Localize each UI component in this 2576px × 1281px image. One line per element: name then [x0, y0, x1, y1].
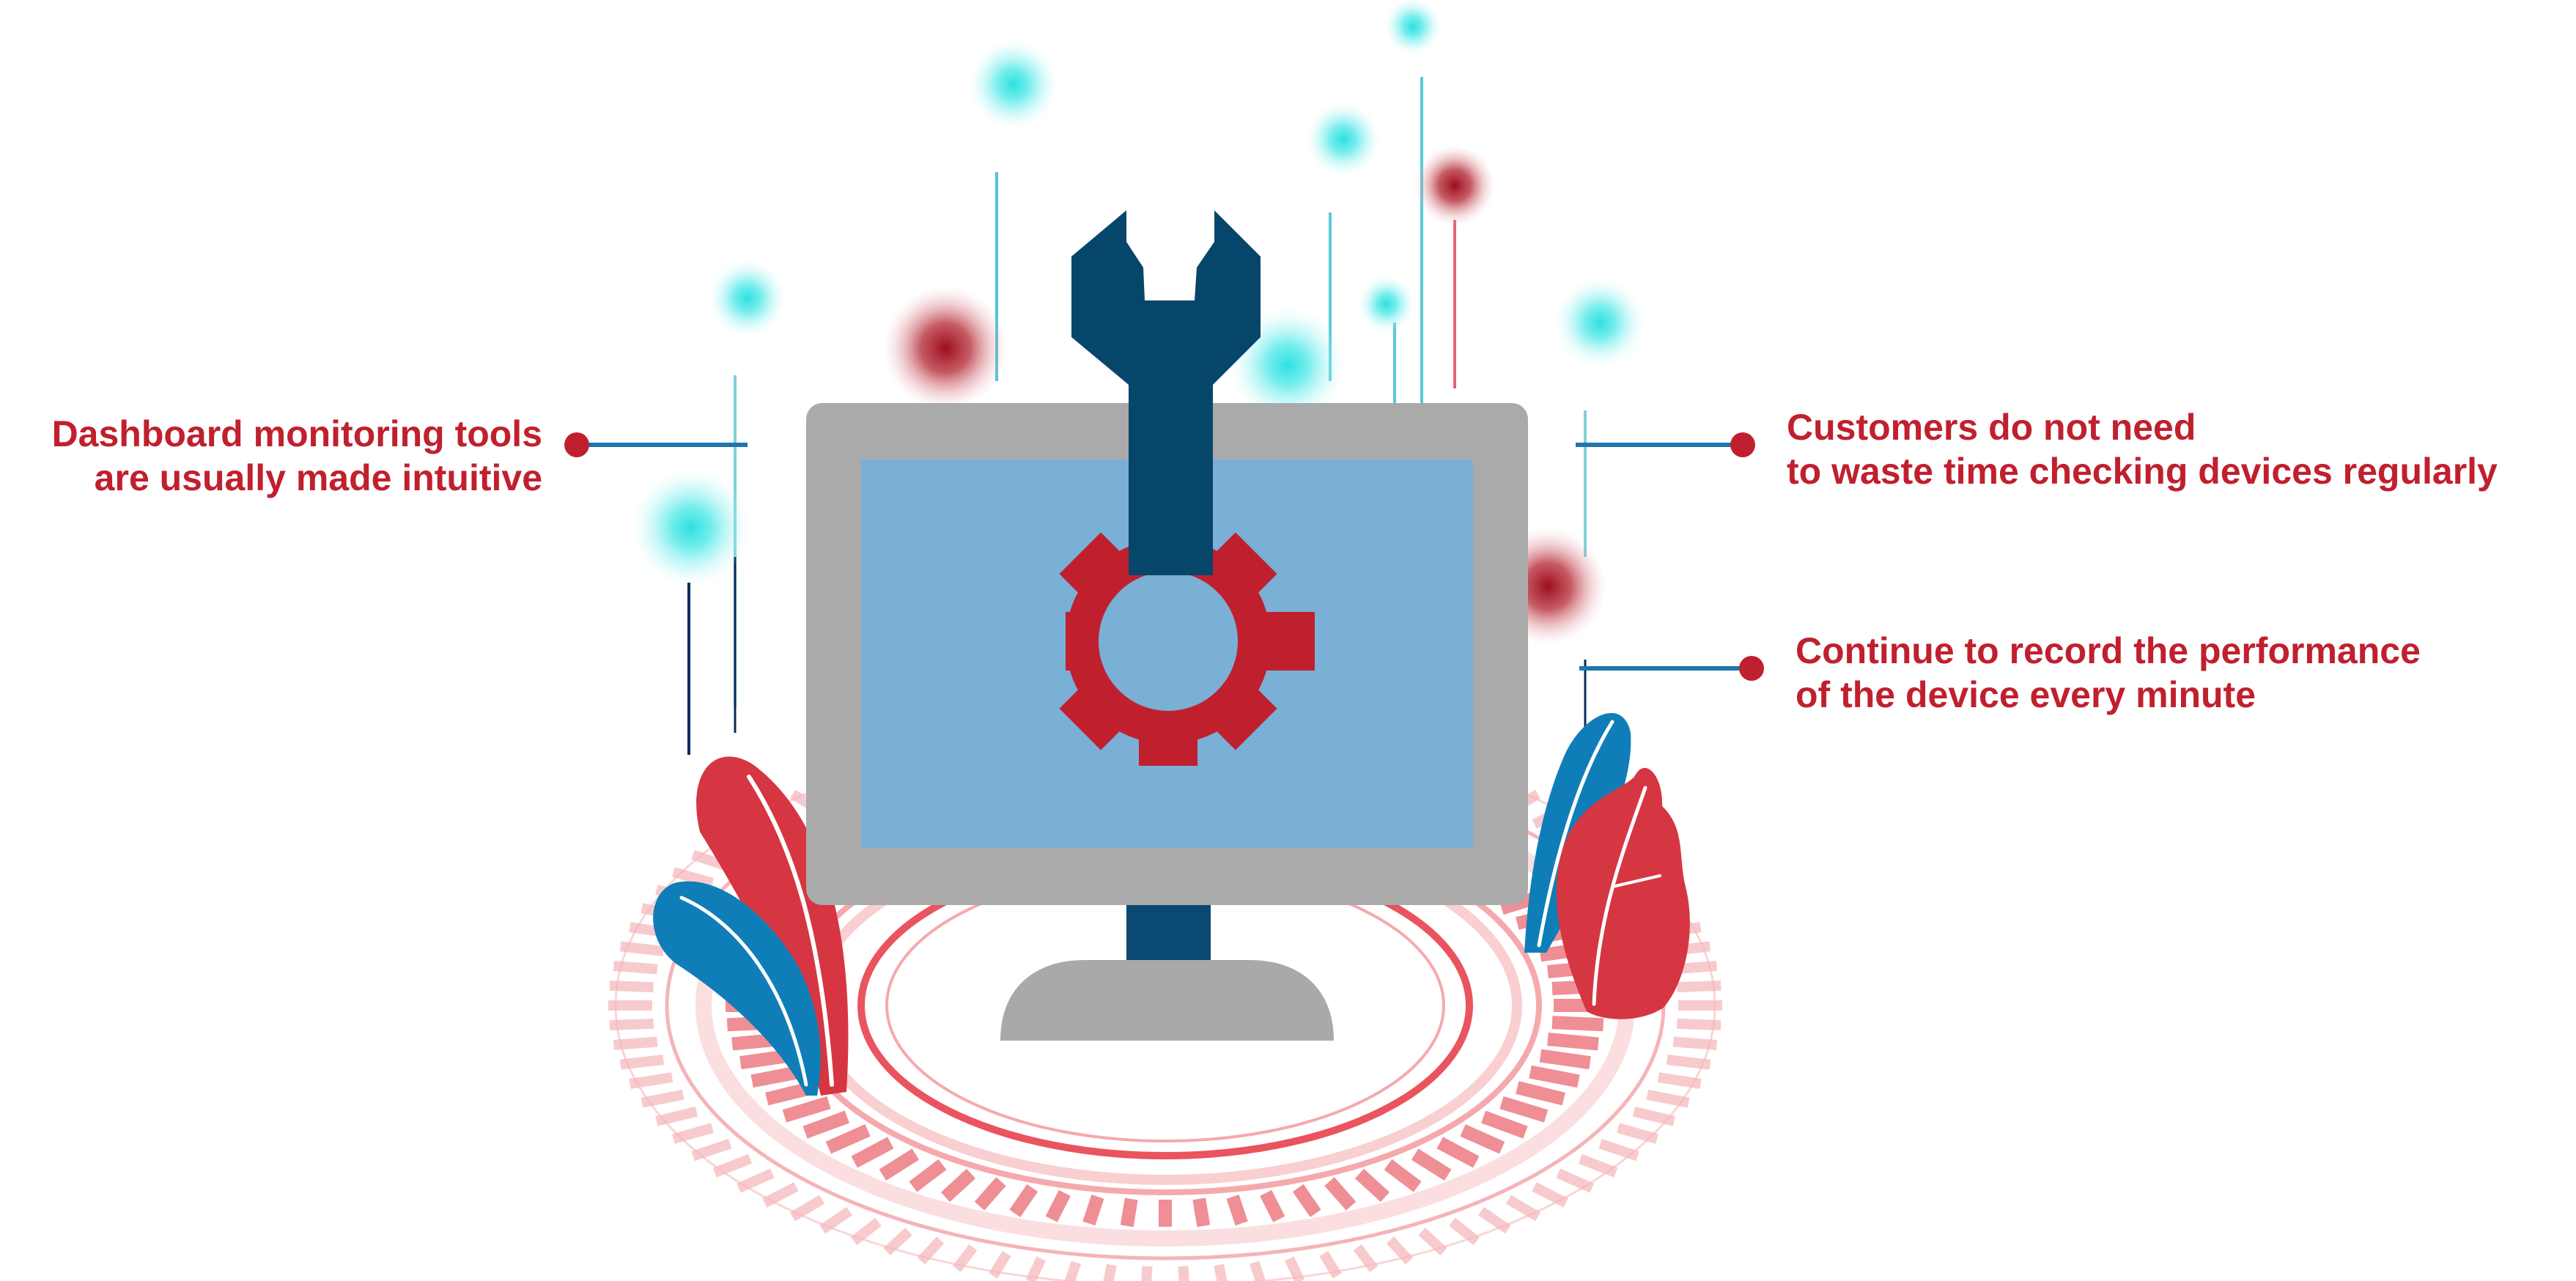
ring-tick [672, 867, 714, 888]
ring-tick [1672, 1036, 1718, 1050]
ring-tick [782, 1096, 831, 1123]
ring-tick [879, 1148, 920, 1181]
ring-tick [1009, 1184, 1038, 1217]
ring-tick [1285, 1256, 1305, 1281]
ring-tick [851, 1137, 894, 1168]
ring-tick [1226, 1195, 1248, 1226]
ring-tick [609, 980, 654, 993]
callout-right-bottom-line2: of the device every minute [1796, 674, 2256, 715]
ring-tick [691, 1139, 732, 1162]
ring-tick [629, 1072, 673, 1089]
callout-left: Dashboard monitoring tools are usually m… [52, 412, 542, 500]
ring-tick [850, 1217, 882, 1246]
ring-tick [1677, 980, 1721, 993]
ring-tick [940, 1168, 976, 1203]
ring-tick [825, 1124, 871, 1154]
ring-tick [1677, 1018, 1721, 1031]
ring-tick [750, 1065, 802, 1088]
ring-tick [1354, 1168, 1390, 1203]
ring-tick [1214, 1263, 1228, 1281]
ring-tick [1260, 1189, 1285, 1222]
ring-tick [1292, 1184, 1321, 1217]
ring-tick [613, 1036, 658, 1050]
ring-tick [613, 961, 658, 975]
ring-tick [1539, 1049, 1591, 1070]
ring-tick [1120, 1197, 1138, 1228]
ring-tick [655, 1106, 698, 1126]
ring-tick [1646, 1089, 1690, 1108]
ring-tick [1529, 1065, 1580, 1088]
ring-tick [1384, 1159, 1422, 1192]
ring-tick [619, 1055, 665, 1070]
callout-connector-right-bottom [1579, 656, 1764, 681]
ring-tick [641, 1089, 684, 1108]
ring-tick [909, 1159, 947, 1192]
ring-tick [1386, 1236, 1414, 1265]
ring-tick [1411, 1148, 1452, 1181]
ring-tick [1324, 1177, 1357, 1211]
ring-tick [672, 1123, 714, 1144]
ring-tick [883, 1228, 912, 1256]
ring-tick [1353, 1244, 1379, 1272]
callout-right-bottom: Continue to record the performance of th… [1796, 629, 2421, 717]
ring-tick [1481, 1110, 1528, 1139]
ring-tick [736, 1168, 775, 1193]
ring-tick [1632, 1106, 1675, 1126]
ring-tick [1551, 1016, 1604, 1032]
ring-tick [989, 1250, 1011, 1279]
ring-tick [1478, 1206, 1511, 1234]
ring-tick [1064, 1260, 1082, 1281]
ring-tick [1666, 1055, 1711, 1070]
ring-tick [802, 1110, 849, 1139]
callout-right-top-line2: to waste time checking devices regularly [1787, 451, 2498, 492]
ring-tick [1178, 1266, 1189, 1281]
ring-tick [619, 941, 665, 956]
ring-tick [1192, 1197, 1211, 1228]
ring-tick [974, 1177, 1006, 1211]
ring-tick [952, 1244, 978, 1272]
callout-right-bottom-line1: Continue to record the performance [1796, 630, 2421, 671]
ring-tick [1460, 1124, 1505, 1154]
ring-tick [789, 1195, 825, 1222]
ring-tick [1617, 1123, 1658, 1144]
ring-tick [917, 1236, 945, 1265]
ring-tick [712, 1153, 753, 1178]
ring-tick [1418, 1228, 1447, 1256]
ring-tick [1103, 1263, 1117, 1281]
callout-connector-right-top [1576, 432, 1755, 457]
ring-tick [1249, 1260, 1266, 1281]
ring-tick [819, 1206, 852, 1234]
callout-right-top-line1: Customers do not need [1787, 407, 2196, 448]
ring-tick [1598, 1139, 1639, 1162]
ring-tick [1578, 1153, 1618, 1178]
ring-tick [1045, 1189, 1071, 1222]
ring-tick [1547, 1033, 1599, 1051]
callout-right-top: Customers do not need to waste time chec… [1787, 405, 2498, 493]
ring-tick [1449, 1217, 1480, 1246]
callout-left-line1: Dashboard monitoring tools [51, 413, 542, 454]
callout-left-line2: are usually made intuitive [94, 457, 542, 498]
wrench-icon [1071, 210, 1261, 575]
ring-tick [762, 1182, 799, 1208]
ring-tick [1025, 1256, 1046, 1281]
callout-connector-left [564, 432, 748, 457]
ring-tick [1516, 1081, 1565, 1106]
ring-tick [1141, 1266, 1153, 1281]
ring-tick [1436, 1137, 1480, 1168]
ring-tick [1657, 1072, 1702, 1089]
ring-tick [1556, 1168, 1595, 1193]
ring-tick [1499, 1096, 1549, 1123]
leaf-icon [1524, 713, 1690, 1019]
ring-tick [1532, 1182, 1568, 1208]
ring-tick [1505, 1195, 1541, 1222]
ring-tick [1082, 1195, 1104, 1226]
ring-tick [1319, 1250, 1342, 1279]
ring-tick [609, 1018, 654, 1031]
